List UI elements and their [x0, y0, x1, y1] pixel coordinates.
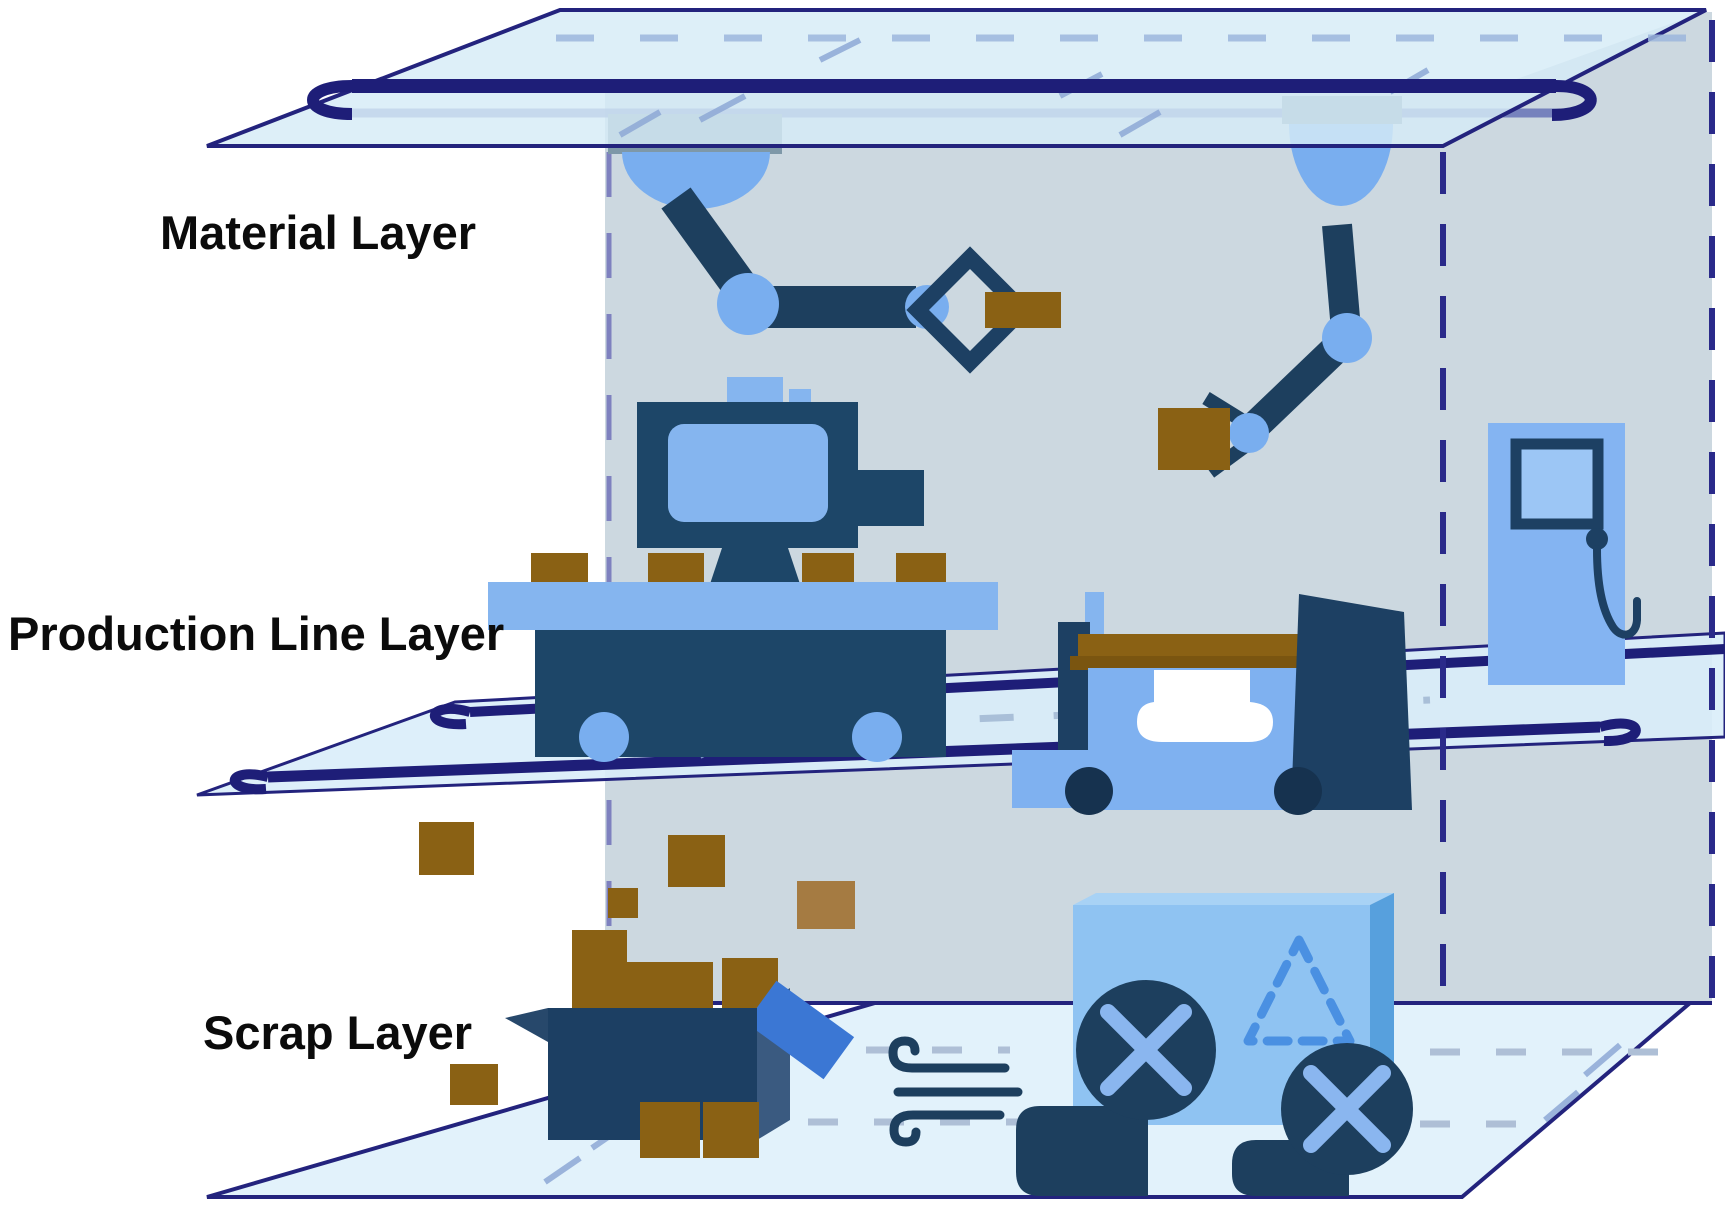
robot-right-wrist-joint [1229, 413, 1269, 453]
robot-left-upper-arm [661, 187, 759, 303]
truck-wheel-rear [1274, 767, 1322, 815]
top-plane-border [206, 8, 1707, 148]
scrap-blocks [419, 822, 855, 1105]
conveyor-table [488, 582, 998, 630]
robot-right-upper-arm [1322, 223, 1361, 332]
overhead-conveyor-rail [307, 79, 1597, 121]
material-blocks-on-conveyor [531, 553, 946, 583]
robot-left-bell [622, 152, 770, 209]
fan-blades-x-icon [1100, 1004, 1192, 1096]
middle-rail-front-loop-right [1598, 718, 1641, 747]
scrap-box-left-flap [505, 1008, 548, 1042]
fan-duct [1016, 1106, 1148, 1196]
machine-top-tab [727, 377, 783, 403]
material-block-left [985, 292, 1061, 328]
truck-cab [1291, 594, 1412, 810]
machine-side-unit [858, 470, 924, 526]
charging-station-screen [1510, 438, 1604, 530]
top-plane-surface [207, 10, 1706, 146]
robot-right-elbow-joint [1322, 313, 1372, 363]
truck-body-cutout [1137, 670, 1273, 742]
scrap-box-blue-flap [745, 980, 855, 1080]
material-block-right [1158, 408, 1230, 470]
gripper-diamond-icon [906, 246, 1034, 374]
scrap-block [450, 1064, 498, 1105]
robot-left-elbow-joint [717, 273, 779, 335]
bin-top-bevel [1073, 893, 1394, 905]
top-rail-loop-left [307, 80, 353, 120]
middle-rail-back-loop [429, 703, 472, 730]
exhaust-fan-right [1232, 1043, 1413, 1196]
production-line-layer-label: Production Line Layer [8, 607, 504, 660]
machine-top-tab-small [789, 389, 811, 403]
material-layer-label: Material Layer [160, 206, 476, 259]
scrap-block [608, 888, 638, 918]
truck-wheel-front [1065, 767, 1113, 815]
fan-blades-x-icon [1303, 1065, 1391, 1153]
scrap-spill-block [640, 1102, 700, 1158]
scrap-block [668, 835, 725, 887]
recycle-triangle-icon [1243, 935, 1355, 1046]
wind-icon [888, 1036, 1023, 1147]
nozzle-knob [1586, 528, 1608, 550]
fuel-nozzle-icon [1593, 545, 1641, 639]
scrap-spill-block [703, 1102, 759, 1158]
cnc-machine-icon [488, 377, 998, 762]
scrap-layer-label: Scrap Layer [203, 1006, 472, 1059]
scrap-box-icon [505, 930, 855, 1158]
truck-plank-underside [1070, 656, 1315, 670]
machine-screen [668, 424, 828, 522]
scrap-block-tan [797, 881, 855, 929]
charging-station-icon [1488, 423, 1641, 685]
machine-wheel-right [852, 712, 902, 762]
top-rail-loop-right [1551, 80, 1597, 121]
material-layer-plane [206, 8, 1707, 148]
middle-rail-front-loop-left [229, 769, 270, 795]
scrap-pile [572, 930, 778, 1012]
scrap-block [419, 822, 474, 875]
agv-truck-icon [1012, 592, 1412, 815]
exhaust-fan-left [1016, 980, 1216, 1196]
machine-wheel-left [579, 712, 629, 762]
machine-pedestal [710, 548, 800, 584]
